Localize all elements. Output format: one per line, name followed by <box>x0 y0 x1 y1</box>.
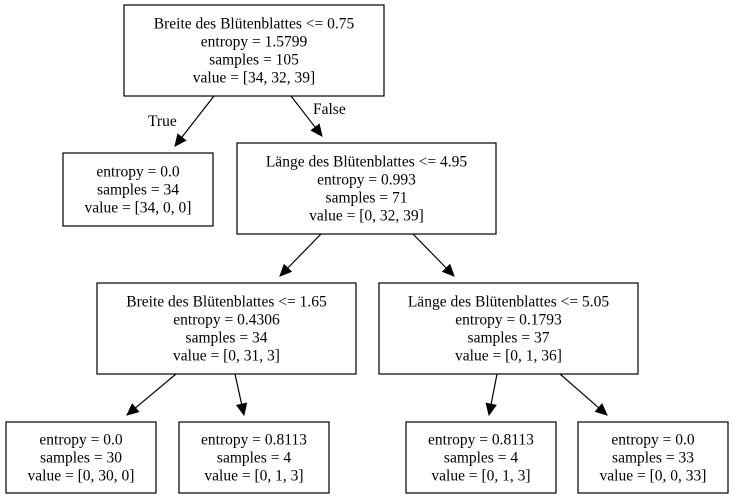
node-box <box>123 4 385 97</box>
node-text-line: samples = 71 <box>326 190 408 207</box>
arrowhead-icon <box>310 123 323 137</box>
edge-line <box>490 373 498 405</box>
edge-label: True <box>148 113 177 130</box>
arrowhead-icon <box>235 402 248 417</box>
arrowhead-icon <box>126 403 140 416</box>
node-text-line: value = [0, 31, 3] <box>173 348 280 365</box>
edge-label: False <box>313 101 346 118</box>
arrowhead-icon <box>279 263 293 277</box>
node-text-line: Breite des Blütenblattes <= 1.65 <box>126 294 327 311</box>
node-text-line: value = [34, 0, 0] <box>85 200 192 217</box>
edge-line <box>234 373 243 405</box>
node-text-line: entropy = 0.0 <box>96 164 179 181</box>
node-text-line: entropy = 0.993 <box>317 172 416 189</box>
edge-n0-n1: True <box>148 95 215 147</box>
node-text-line: value = [0, 1, 36] <box>455 348 562 365</box>
edge-n2-n3 <box>279 233 322 277</box>
node-text-line: samples = 37 <box>468 330 550 347</box>
edge-n2-n4 <box>412 233 455 277</box>
node-text-line: entropy = 0.8113 <box>428 432 534 449</box>
node-text-line: value = [34, 32, 39] <box>193 70 315 87</box>
arrowhead-icon <box>174 133 187 147</box>
node-text-line: value = [0, 0, 33] <box>600 468 707 485</box>
edge-n4-n8 <box>559 373 608 416</box>
node-text-line: samples = 105 <box>209 52 299 69</box>
arrowhead-icon <box>485 402 497 417</box>
node-box <box>62 152 214 227</box>
edges-layer: True False <box>126 95 608 417</box>
node-text-line: samples = 30 <box>40 450 122 467</box>
edge-n4-n7 <box>485 373 498 417</box>
node-text-line: entropy = 1.5799 <box>201 34 308 51</box>
node-text-line: samples = 34 <box>186 330 268 347</box>
edge-line <box>135 373 177 409</box>
node-text-line: value = [0, 30, 0] <box>28 468 135 485</box>
node-box <box>5 421 157 494</box>
tree-node-n3: Breite des Blütenblattes <= 1.65entropy … <box>96 282 357 375</box>
node-text-line: samples = 34 <box>97 182 179 199</box>
edge-line <box>287 233 322 269</box>
nodes-layer: Breite des Blütenblattes <= 0.75entropy … <box>5 4 729 494</box>
node-text-line: entropy = 0.4306 <box>173 312 280 329</box>
edge-line <box>290 95 316 128</box>
node-text-line: value = [0, 32, 39] <box>309 208 424 225</box>
node-text-line: value = [0, 1, 3] <box>204 468 303 485</box>
edge-n3-n6 <box>234 373 248 417</box>
node-text-line: Breite des Blütenblattes <= 0.75 <box>154 16 355 33</box>
node-text-line: entropy = 0.8113 <box>201 432 307 449</box>
edge-line <box>412 233 447 269</box>
node-text-line: entropy = 0.0 <box>611 432 694 449</box>
node-text-line: samples = 33 <box>612 450 694 467</box>
arrowhead-icon <box>441 263 455 277</box>
node-box <box>378 282 639 375</box>
tree-node-n0: Breite des Blütenblattes <= 0.75entropy … <box>123 4 385 97</box>
node-box <box>178 421 330 494</box>
node-text-line: Länge des Blütenblattes <= 5.05 <box>408 294 610 311</box>
node-box <box>577 421 729 494</box>
edge-n3-n5 <box>126 373 177 416</box>
node-text-line: entropy = 0.0 <box>39 432 122 449</box>
node-box <box>405 421 557 494</box>
arrowhead-icon <box>594 403 608 416</box>
node-text-line: samples = 4 <box>217 450 291 467</box>
node-box <box>236 142 497 235</box>
edge-n0-n2: False <box>290 95 346 137</box>
node-text-line: Länge des Blütenblattes <= 4.95 <box>266 154 468 171</box>
node-text-line: entropy = 0.1793 <box>455 312 562 329</box>
edge-line <box>181 95 215 138</box>
node-text-line: value = [0, 1, 3] <box>431 468 530 485</box>
node-text-line: samples = 4 <box>444 450 518 467</box>
edge-line <box>559 373 600 409</box>
node-box <box>96 282 357 375</box>
